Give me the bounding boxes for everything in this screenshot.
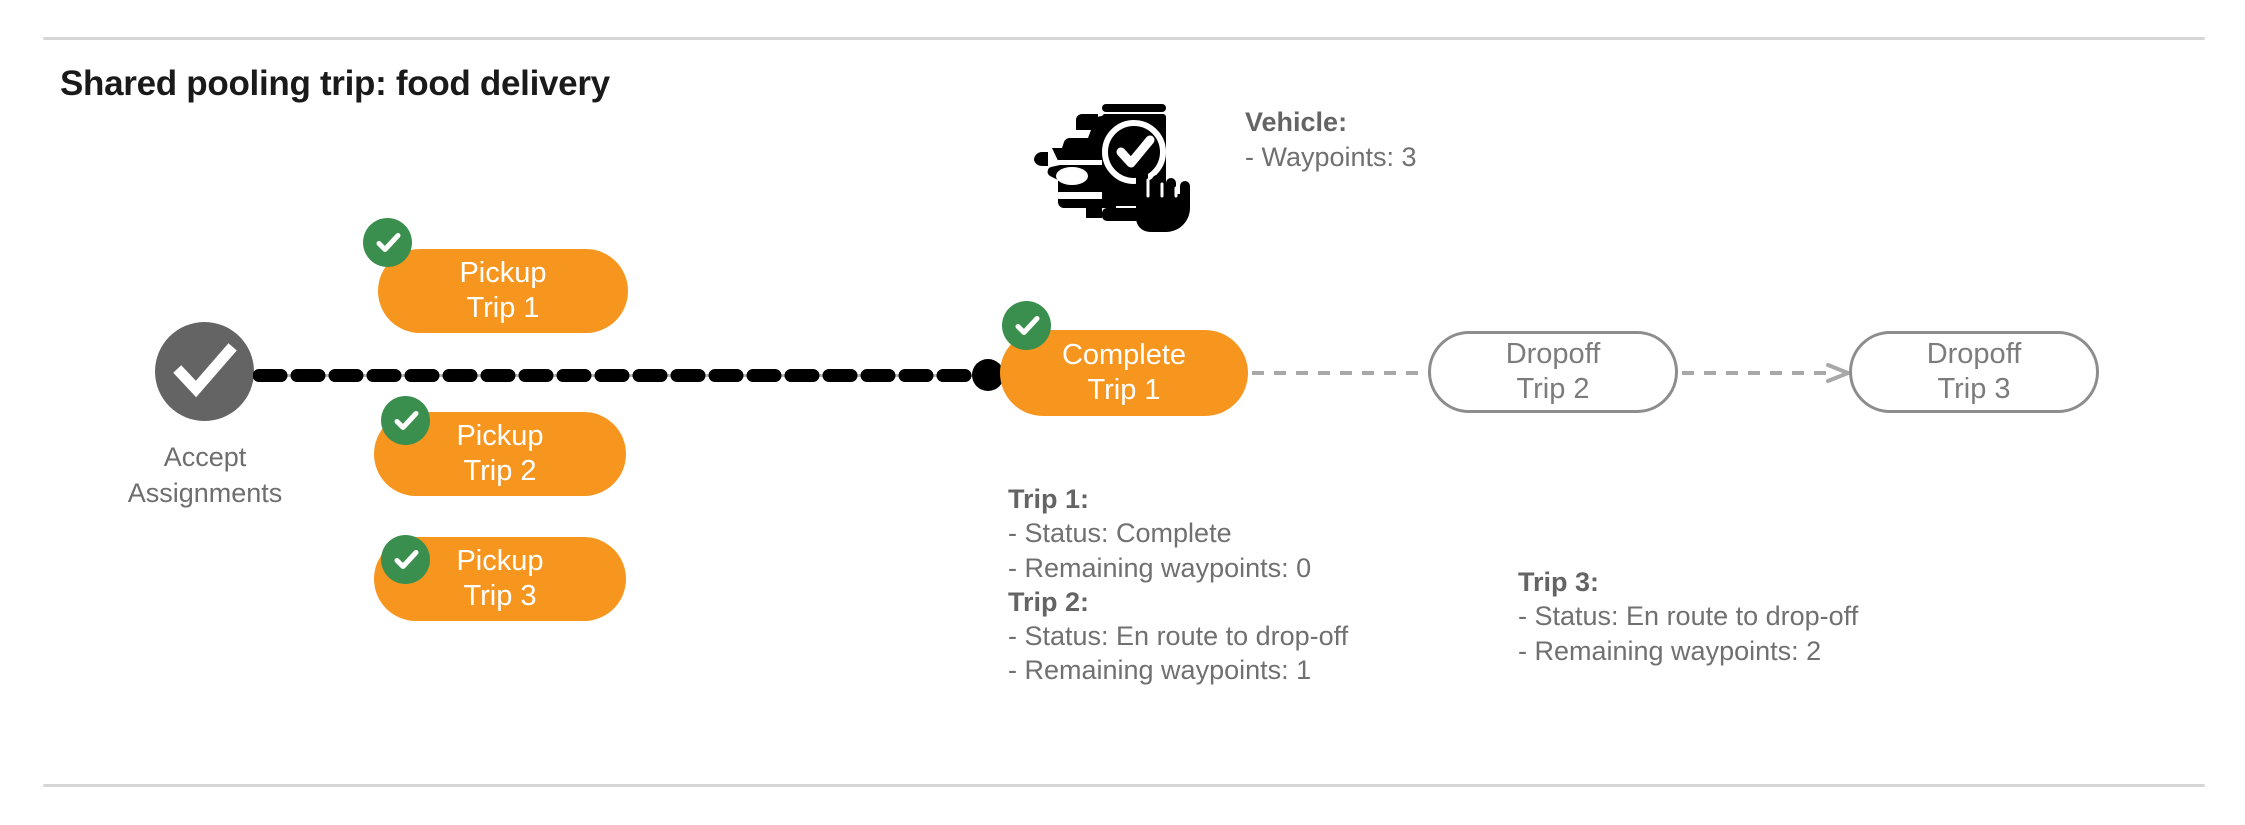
accept-assignments-label: Accept Assignments (110, 440, 300, 512)
trip-3-waypoints: - Remaining waypoints: 2 (1518, 635, 1822, 666)
node-label-line-2: Trip 1 (1087, 374, 1161, 406)
vehicle-label: Vehicle: (1245, 107, 1348, 137)
node-label-line-2: Trip 2 (463, 455, 537, 487)
node-dropoff-trip-2[interactable]: Dropoff Trip 2 (1428, 331, 1678, 413)
node-label-line-2: Trip 3 (463, 580, 537, 612)
divider-bottom (43, 784, 2205, 787)
trip-3-heading: Trip 3: (1518, 567, 1600, 597)
trip-info-left: Trip 1: - Status: Complete - Remaining w… (1008, 482, 1348, 688)
accept-label-line-2: Assignments (127, 477, 283, 508)
trip-info-right: Trip 3: - Status: En route to drop-off -… (1518, 565, 1858, 668)
trip-1-waypoints: - Remaining waypoints: 0 (1008, 552, 1312, 583)
trip-1-heading: Trip 1: (1008, 484, 1090, 514)
trip-3-status: - Status: En route to drop-off (1518, 601, 1859, 632)
dashed-arrow-dropoff-2-to-dropoff-3 (1682, 362, 1852, 384)
dashed-connector-accept-to-complete (252, 369, 1010, 382)
divider-top (43, 37, 2205, 40)
node-label-line-1: Complete (1061, 339, 1187, 372)
accept-label-line-1: Accept (163, 442, 247, 472)
page-title: Shared pooling trip: food delivery (60, 64, 610, 103)
trip-1-status: - Status: Complete (1008, 518, 1232, 549)
check-circle-icon (173, 343, 237, 398)
accept-assignments-node[interactable] (155, 322, 254, 421)
trip-2-heading: Trip 2: (1008, 586, 1090, 617)
node-label-line-2: Trip 3 (1937, 373, 2011, 405)
vehicle-waypoints: - Waypoints: 3 (1245, 141, 1417, 172)
node-pickup-trip-1[interactable]: Pickup Trip 1 (378, 249, 628, 333)
node-label-line-1: Pickup (459, 257, 547, 290)
car-phone-check-icon (1028, 88, 1196, 240)
check-badge-icon-pickup-2 (381, 396, 430, 445)
vehicle-info: Vehicle: - Waypoints: 3 (1245, 105, 1417, 174)
trip-2-status: - Status: En route to drop-off (1008, 621, 1349, 652)
node-label-line-1: Pickup (456, 420, 544, 453)
connector-junction-dot (972, 359, 1004, 391)
node-label-line-1: Dropoff (1505, 338, 1601, 371)
node-label-line-1: Pickup (456, 545, 544, 578)
node-pickup-trip-2[interactable]: Pickup Trip 2 (374, 412, 626, 496)
dashed-arrow-complete-to-dropoff-2 (1252, 362, 1430, 384)
node-dropoff-trip-3[interactable]: Dropoff Trip 3 (1849, 331, 2099, 413)
node-label-line-2: Trip 1 (466, 292, 540, 324)
check-badge-icon-pickup-1 (363, 218, 412, 267)
trip-2-waypoints: - Remaining waypoints: 1 (1008, 655, 1312, 686)
check-badge-icon-complete-1 (1002, 301, 1051, 350)
node-label-line-2: Trip 2 (1516, 373, 1590, 405)
node-label-line-1: Dropoff (1926, 338, 2022, 371)
check-badge-icon-pickup-3 (381, 535, 430, 584)
